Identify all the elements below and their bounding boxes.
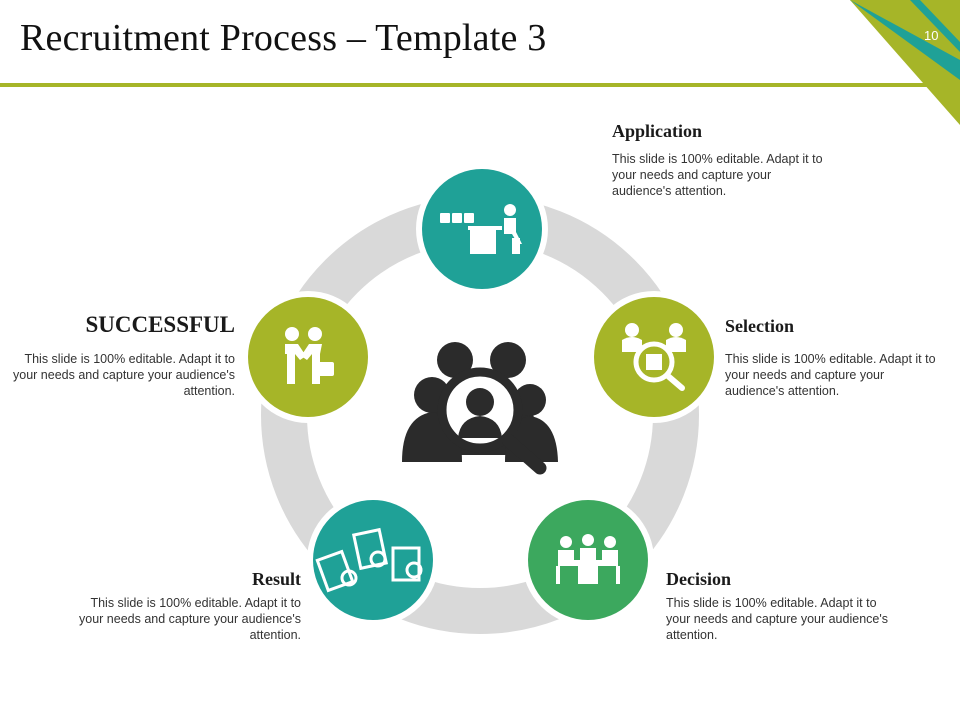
result-node bbox=[307, 494, 439, 626]
step-heading-decision: Decision bbox=[666, 569, 731, 589]
page-number: 10 bbox=[924, 28, 939, 43]
corner-decoration bbox=[850, 0, 960, 125]
desk-worker-icon bbox=[440, 204, 522, 254]
step-heading-successful: SUCCESSFUL bbox=[85, 312, 235, 337]
step-heading-selection: Selection bbox=[725, 316, 794, 336]
selection-node bbox=[588, 291, 720, 423]
step-text-selection: This slide is 100% editable. Adapt it to… bbox=[725, 352, 936, 398]
step-heading-application: Application bbox=[612, 121, 703, 141]
handshake-icon bbox=[285, 327, 334, 384]
step-text-decision: This slide is 100% editable. Adapt it to… bbox=[666, 596, 888, 642]
candidate-search-icon bbox=[622, 323, 686, 391]
successful-node bbox=[242, 291, 374, 423]
application-node bbox=[416, 163, 548, 295]
resume-review-icon bbox=[315, 527, 423, 593]
slide-title: Recruitment Process – Template 3 bbox=[20, 17, 547, 59]
meeting-table-icon bbox=[556, 534, 620, 584]
step-heading-result: Result bbox=[252, 569, 301, 589]
title-underline bbox=[0, 83, 960, 87]
step-text-result: This slide is 100% editable. Adapt it to… bbox=[79, 596, 301, 642]
step-text-application: This slide is 100% editable. Adapt it to… bbox=[612, 152, 823, 198]
step-text-successful: This slide is 100% editable. Adapt it to… bbox=[13, 352, 235, 398]
people-magnifier-icon bbox=[402, 342, 558, 475]
decision-node bbox=[522, 494, 654, 626]
